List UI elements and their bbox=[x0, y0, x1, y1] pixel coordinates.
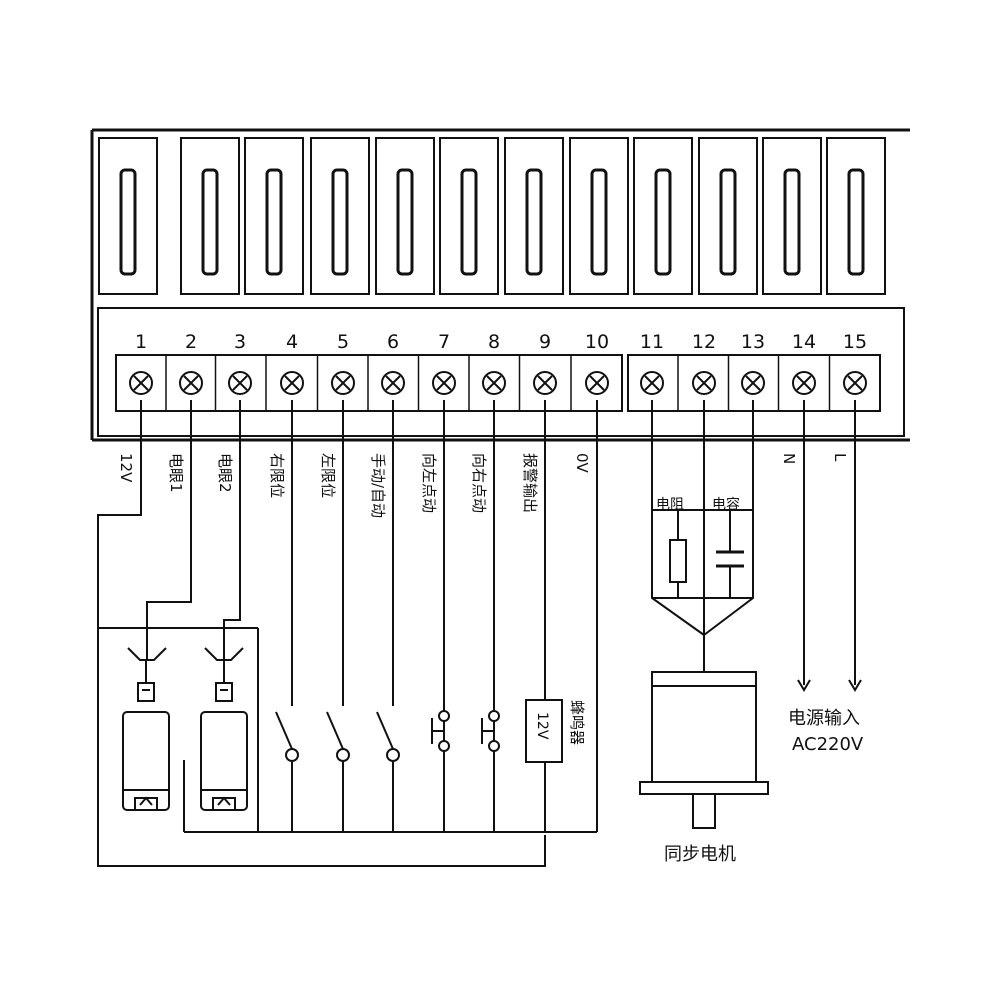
buzzer-voltage-label: 12V bbox=[534, 712, 550, 740]
resistor-icon bbox=[669, 539, 687, 583]
terminal-number: 6 bbox=[387, 331, 399, 353]
power-input-arrows bbox=[797, 679, 862, 692]
slot-opening bbox=[331, 168, 349, 276]
power-voltage-label: AC220V bbox=[792, 734, 864, 755]
photo-sensor-2-icon bbox=[200, 660, 248, 811]
controller-housing bbox=[90, 128, 910, 442]
terminal-number: 10 bbox=[585, 331, 609, 353]
terminal-number: 3 bbox=[234, 331, 246, 353]
screw-terminal-icon[interactable] bbox=[432, 371, 456, 395]
terminal-number: 7 bbox=[438, 331, 450, 353]
terminal-number: 14 bbox=[792, 331, 816, 353]
terminal-label: L bbox=[831, 453, 849, 462]
terminal-number: 15 bbox=[843, 331, 867, 353]
motor-label: 同步电机 bbox=[664, 844, 736, 865]
slot-module bbox=[633, 137, 693, 295]
capacitor-icon bbox=[716, 550, 744, 568]
slot-module bbox=[310, 137, 370, 295]
terminal-number: 9 bbox=[539, 331, 551, 353]
buzzer-icon bbox=[525, 699, 563, 763]
terminal-label: 向左点动 bbox=[420, 453, 438, 513]
slot-opening bbox=[201, 168, 219, 276]
terminal-label: 左限位 bbox=[319, 453, 337, 498]
terminal-number: 13 bbox=[741, 331, 765, 353]
screw-terminal-icon[interactable] bbox=[585, 371, 609, 395]
terminal-label: N bbox=[780, 453, 798, 464]
slot-module bbox=[826, 137, 886, 295]
screw-terminal-icon[interactable] bbox=[640, 371, 664, 395]
slot-opening bbox=[719, 168, 737, 276]
terminal-block bbox=[115, 354, 623, 412]
terminal-number: 11 bbox=[640, 331, 664, 353]
slot-module bbox=[698, 137, 758, 295]
slot-opening bbox=[525, 168, 543, 276]
right-limit-switch-icon bbox=[275, 690, 299, 762]
terminal-number: 8 bbox=[488, 331, 500, 353]
terminal-label: 报警输出 bbox=[521, 453, 539, 513]
screw-terminal-icon[interactable] bbox=[280, 371, 304, 395]
terminal-label: 手动/自动 bbox=[369, 453, 387, 518]
terminal-strip bbox=[115, 354, 881, 412]
screw-terminal-icon[interactable] bbox=[331, 371, 355, 395]
resistor-label: 电阻 bbox=[656, 497, 684, 513]
terminal-label: 电眼1 bbox=[167, 453, 185, 493]
slot-module bbox=[180, 137, 240, 295]
screw-terminal-icon[interactable] bbox=[228, 371, 252, 395]
slot-row bbox=[98, 137, 886, 295]
terminal-number: 5 bbox=[337, 331, 349, 353]
terminal-label: 右限位 bbox=[268, 453, 286, 498]
slot-module bbox=[439, 137, 499, 295]
screw-terminal-icon[interactable] bbox=[381, 371, 405, 395]
screw-terminal-icon[interactable] bbox=[692, 371, 716, 395]
slot-opening bbox=[396, 168, 414, 276]
screw-terminal-icon[interactable] bbox=[792, 371, 816, 395]
screw-terminal-icon[interactable] bbox=[482, 371, 506, 395]
photo-sensor-1-icon bbox=[122, 660, 170, 811]
slot-opening bbox=[590, 168, 608, 276]
screw-terminal-icon[interactable] bbox=[741, 371, 765, 395]
slot-module bbox=[98, 137, 158, 295]
terminal-number: 4 bbox=[286, 331, 298, 353]
jog-left-button-icon bbox=[431, 710, 450, 752]
slot-opening bbox=[460, 168, 478, 276]
screw-terminal-icon[interactable] bbox=[129, 371, 153, 395]
screw-terminal-icon[interactable] bbox=[179, 371, 203, 395]
slot-opening bbox=[119, 168, 137, 276]
terminal-label: 12V bbox=[117, 453, 135, 483]
terminal-number: 1 bbox=[135, 331, 147, 353]
terminal-label: 电眼2 bbox=[216, 453, 234, 493]
buzzer-label: 蜂鸣器 bbox=[568, 700, 586, 745]
screw-terminal-icon[interactable] bbox=[843, 371, 867, 395]
left-limit-switch-icon bbox=[326, 690, 350, 762]
terminal-labels: 12V 电眼1 电眼2 右限位 左限位 手动/自动 向左点动 向右点动 报警输出 0V N L bbox=[117, 453, 849, 518]
screw-terminal-icon[interactable] bbox=[533, 371, 557, 395]
terminal-number: 2 bbox=[185, 331, 197, 353]
terminal-number: 12 bbox=[692, 331, 716, 353]
slot-module bbox=[375, 137, 435, 295]
terminal-label: 向右点动 bbox=[470, 453, 488, 513]
capacitor-label: 电容 bbox=[712, 496, 740, 513]
jog-right-button-icon bbox=[481, 710, 500, 752]
slot-opening bbox=[847, 168, 865, 276]
slot-opening bbox=[654, 168, 672, 276]
wires bbox=[97, 400, 856, 867]
slot-opening bbox=[265, 168, 283, 276]
synchronous-motor-icon bbox=[639, 671, 769, 829]
slot-module bbox=[504, 137, 564, 295]
slot-module bbox=[244, 137, 304, 295]
slot-module bbox=[762, 137, 822, 295]
slot-module bbox=[569, 137, 629, 295]
power-input-label: 电源输入 bbox=[788, 708, 860, 729]
slot-opening bbox=[783, 168, 801, 276]
manual-auto-switch-icon bbox=[376, 690, 400, 762]
terminal-label: 0V bbox=[573, 453, 591, 474]
